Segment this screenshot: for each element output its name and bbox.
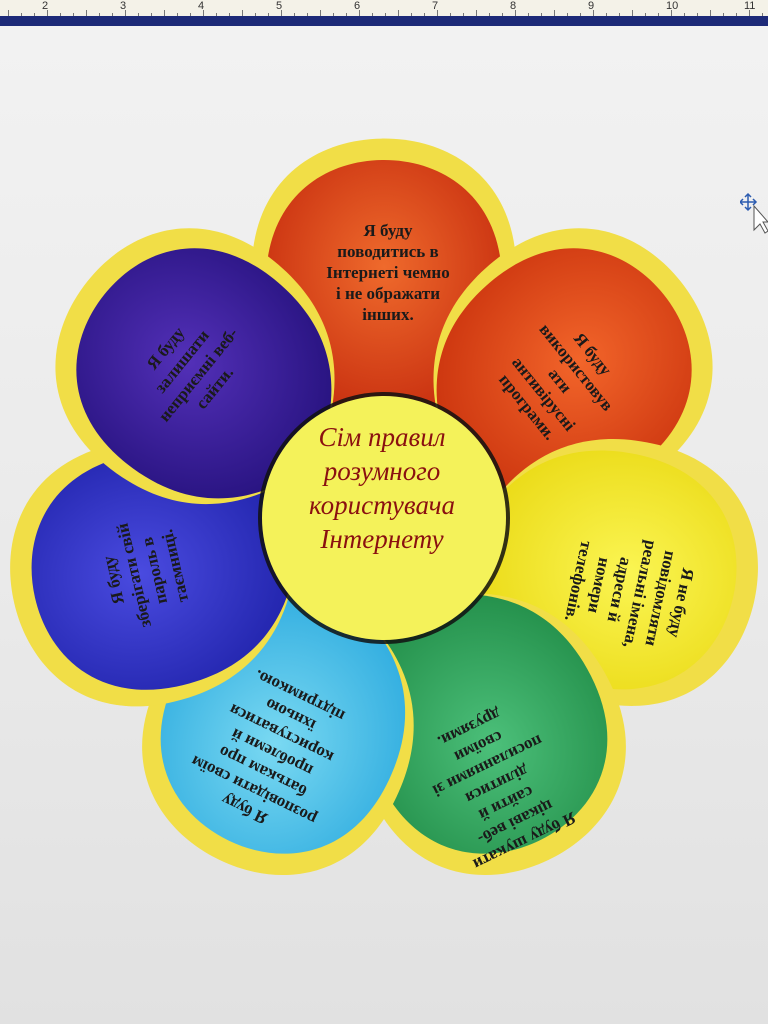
ruler-number: 3: [120, 0, 127, 12]
ruler-number: 6: [354, 0, 361, 12]
ruler-tick: [372, 13, 373, 16]
center-title-line: Інтернету: [320, 524, 444, 554]
ruler-tick: [463, 13, 464, 16]
ruler-tick: [424, 13, 425, 16]
ruler-tick: [762, 13, 763, 16]
ruler-tick: [593, 10, 594, 16]
ruler-tick: [307, 13, 308, 16]
petal-text-line: і не ображати: [335, 283, 441, 303]
ruler-tick: [216, 13, 217, 16]
ruler-tick: [411, 13, 412, 16]
ruler-tick: [268, 13, 269, 16]
ruler-tick: [606, 13, 607, 16]
petal-text-line: поводитись в: [337, 241, 439, 261]
ruler-tick: [619, 13, 620, 16]
ruler-tick: [60, 13, 61, 16]
ruler-tick: [203, 10, 204, 16]
ruler-tick: [723, 13, 724, 16]
ruler-tick: [99, 13, 100, 16]
ruler-tick: [255, 13, 256, 16]
ruler-number: 5: [276, 0, 283, 12]
ruler-tick: [125, 10, 126, 16]
ruler-tick: [242, 10, 243, 16]
ruler-tick: [502, 13, 503, 16]
ruler-tick: [567, 13, 568, 16]
center-title-line: користувача: [309, 490, 455, 520]
move-cursor-icon: [740, 192, 768, 234]
ruler-number: 7: [432, 0, 439, 12]
ruler-tick: [177, 13, 178, 16]
ruler-tick: [554, 10, 555, 16]
ruler-tick: [21, 13, 22, 16]
ruler-tick: [749, 10, 750, 16]
ruler-tick: [528, 13, 529, 16]
ruler-tick: [151, 13, 152, 16]
ruler-tick: [333, 13, 334, 16]
ruler-tick: [684, 13, 685, 16]
ruler-tick: [736, 13, 737, 16]
ruler-tick: [541, 13, 542, 16]
ruler-tick: [138, 13, 139, 16]
ruler-tick: [112, 13, 113, 16]
ruler-tick: [229, 13, 230, 16]
center-title-line: Сім правил: [318, 422, 446, 452]
ruler-tick: [294, 13, 295, 16]
ruler-tick: [437, 10, 438, 16]
ruler-tick: [385, 13, 386, 16]
ruler-tick: [515, 10, 516, 16]
ruler-tick: [710, 10, 711, 16]
center-title: Сім правил розумного користувача Інтерне…: [262, 420, 502, 556]
ruler-tick: [73, 13, 74, 16]
ruler-tick: [86, 10, 87, 16]
ruler-number: 10: [666, 0, 679, 12]
ruler-tick: [489, 13, 490, 16]
ruler-tick: [671, 10, 672, 16]
ruler-tick: [320, 10, 321, 16]
ruler-tick: [164, 10, 165, 16]
center-disc: [262, 396, 506, 640]
ruler-number: 4: [198, 0, 205, 12]
ruler-tick: [8, 10, 9, 16]
ruler-tick: [281, 10, 282, 16]
ruler-tick: [47, 10, 48, 16]
ruler-tick: [476, 10, 477, 16]
ruler-number: 2: [42, 0, 49, 12]
ruler-tick: [697, 13, 698, 16]
ruler-tick: [359, 10, 360, 16]
ruler-number: 8: [510, 0, 517, 12]
ruler-number: 11: [744, 0, 756, 12]
ruler-tick: [645, 13, 646, 16]
ruler-tick: [398, 10, 399, 16]
center-title-line: розумного: [323, 456, 441, 486]
ruler-tick: [658, 13, 659, 16]
ruler-tick: [580, 13, 581, 16]
ruler-tick: [632, 10, 633, 16]
petal-text-line: Я буду: [363, 220, 413, 240]
ruler-tick: [34, 13, 35, 16]
window-title-bar: [0, 16, 768, 26]
ruler-tick: [346, 13, 347, 16]
ruler-tick: [450, 13, 451, 16]
petal-text-line: Інтернеті чемно: [326, 262, 450, 282]
ruler-tick: [190, 13, 191, 16]
ruler-number: 9: [588, 0, 595, 12]
petal-text-line: інших.: [362, 304, 414, 324]
